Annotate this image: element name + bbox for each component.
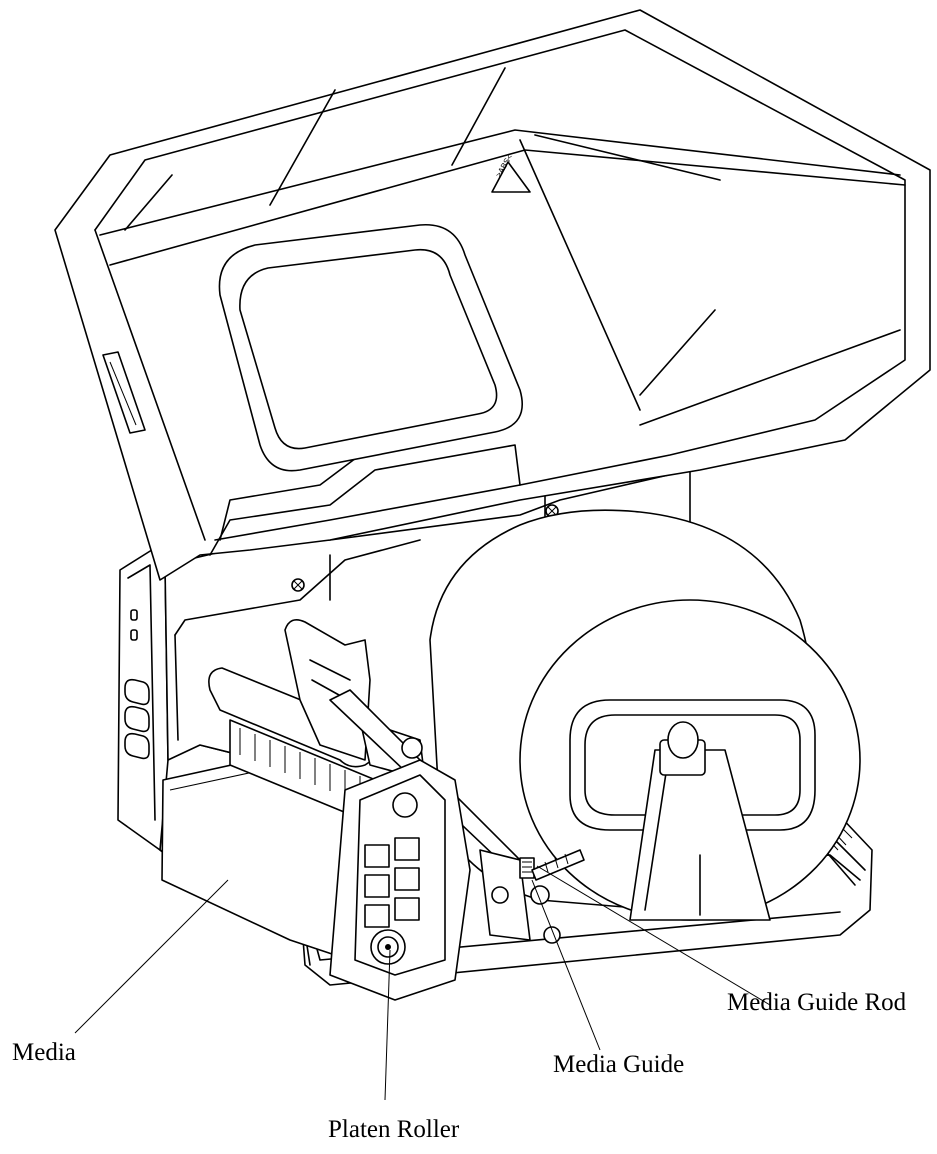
leader-line-media bbox=[74, 879, 229, 1034]
cover-label-plate bbox=[102, 351, 146, 434]
leader-line-media-guide bbox=[531, 879, 601, 1051]
media-guide bbox=[479, 849, 561, 944]
callout-media-guide: Media Guide bbox=[553, 1051, 685, 1078]
top-cover bbox=[54, 9, 931, 581]
media-holder bbox=[629, 721, 771, 921]
platen-roller-bracket bbox=[329, 759, 471, 1001]
platen-roller bbox=[370, 929, 406, 965]
leader-line-media-guide-rod bbox=[536, 865, 771, 1006]
recycle-symbol bbox=[491, 161, 531, 193]
callout-platen-roller: Platen Roller bbox=[328, 1116, 460, 1143]
media-guide-rod bbox=[531, 849, 585, 881]
callout-media-guide-rod: Media Guide Rod bbox=[727, 989, 907, 1016]
printer-left-side-panel bbox=[117, 547, 169, 851]
leader-line-platen-roller bbox=[384, 949, 391, 1101]
callout-media: Media bbox=[12, 1039, 76, 1066]
leader-lines bbox=[74, 865, 771, 1101]
